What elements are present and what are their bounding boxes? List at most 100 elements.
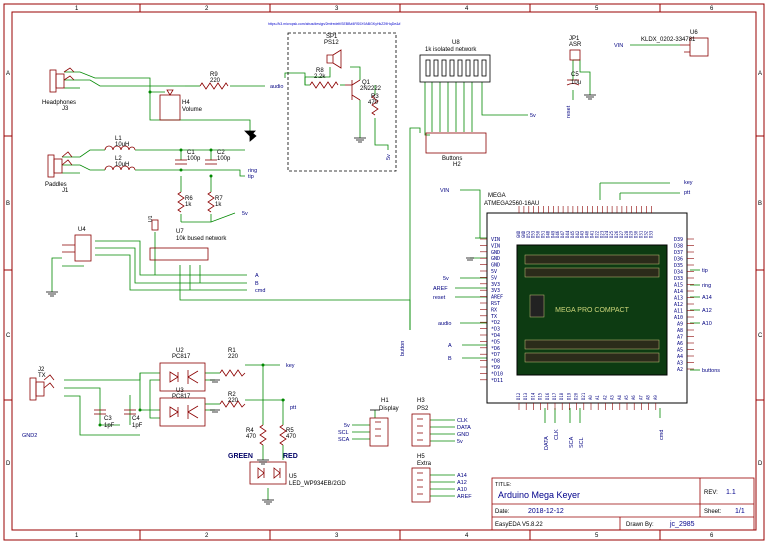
mega-pin-label: D50: [536, 230, 541, 238]
mega-pin-label: A9: [653, 395, 658, 400]
mega-pin-label: *D6: [491, 346, 500, 352]
mega-pin-label: A7: [677, 335, 683, 341]
label-j2-name: TX: [38, 373, 46, 379]
net-aref: AREF: [433, 286, 448, 292]
label-h3-name: PS2: [417, 406, 429, 412]
title-block: TITLE: Arduino Mega Keyer REV: 1.1 Date:…: [491, 477, 755, 531]
ps2-header-h3: [411, 413, 431, 447]
mega-pin-label: D19: [566, 392, 571, 400]
mega-pin-label: D28: [624, 230, 629, 238]
paddle-jack: [47, 151, 73, 178]
label-r4: R4: [246, 428, 254, 434]
mega-pin-label: D46: [555, 230, 560, 238]
net-button-v: button: [400, 341, 406, 356]
label-r7: R7: [215, 196, 223, 202]
row-label: A: [758, 71, 762, 77]
label-r2-val: 220: [228, 398, 239, 404]
label-r3: R3: [371, 94, 379, 100]
label-h1-name: Display: [379, 406, 399, 412]
bicolor-led-u5: [249, 461, 287, 485]
mega-pin-label: D39: [674, 237, 683, 243]
mega-pin-label: RST: [491, 301, 500, 307]
net-audio-mega: audio: [438, 321, 451, 327]
mega-pin-label: 5V: [491, 275, 497, 281]
capacitor-c4: [124, 409, 136, 415]
mega-pin-label: A5: [624, 395, 629, 400]
mega-pin-label: AREF: [491, 295, 503, 301]
label-c5-val: 10u: [571, 80, 581, 86]
label-h4-name: Volume: [182, 107, 203, 113]
resistor-r4: [259, 424, 267, 446]
mega-pin-label: D51: [541, 230, 546, 238]
resistor-r3: [371, 94, 379, 116]
label-l2: L2: [115, 156, 122, 162]
mega-pin-label: D25: [609, 230, 614, 238]
net-b-u7: B: [255, 281, 259, 287]
mega-chip: ATMEGA2560-16AU: [484, 201, 539, 207]
extra-header-h5: [411, 467, 431, 503]
col-label: 3: [335, 533, 339, 539]
net-sca-v: SCA: [569, 436, 575, 448]
optocoupler-u2: [159, 362, 206, 392]
title-value: Arduino Mega Keyer: [498, 490, 580, 500]
label-c3-val: 1pF: [104, 423, 115, 429]
net-h5-a12: A12: [457, 480, 467, 486]
mega-pin-label: D22: [594, 230, 599, 238]
optocoupler-u3: [159, 397, 206, 427]
net-buttons: buttons: [702, 368, 720, 374]
net-scl-v: SCL: [579, 437, 585, 448]
mega-pin-label: D38: [674, 244, 683, 250]
label-r5: R5: [286, 428, 294, 434]
label-r6-val: 1k: [185, 202, 192, 208]
mega-board: MEGA PRO COMPACT: [486, 212, 688, 404]
mega-pin-label: D32: [643, 230, 648, 238]
components: [29, 32, 709, 503]
display-header-h1: [369, 417, 389, 447]
net-a: A: [448, 343, 452, 349]
mega-pin-label: A13: [674, 296, 683, 302]
col-label: 6: [710, 6, 714, 12]
mega-pin-label: D29: [629, 230, 634, 238]
capacitor-c3: [94, 409, 106, 415]
mega-pin-label: D48: [545, 230, 550, 238]
mega-pin-label: GND: [491, 250, 500, 256]
mega-pin-label: A3: [610, 395, 615, 400]
sheet-value: 1/1: [735, 508, 745, 515]
part-labels: Headphones J3 Paddles J1 J2 TX R9 220 H4…: [38, 30, 698, 487]
inductor-l1: [104, 145, 136, 151]
label-c2: C2: [217, 150, 225, 156]
drawn-label: Drawn By:: [626, 522, 654, 528]
net-h5-a14: A14: [457, 473, 467, 479]
col-label: 5: [595, 6, 599, 12]
label-r3-val: 470: [368, 100, 379, 106]
mega-pin-label: A14: [674, 289, 683, 295]
mega-pin-label: A11: [674, 309, 683, 315]
net-h3-clk: CLK: [457, 418, 468, 424]
label-u8-val: 1k isolated network: [425, 47, 477, 53]
net-5v-top: 5v: [530, 113, 536, 119]
label-q1: Q1: [362, 80, 371, 86]
mega-pin-label: A4: [617, 395, 622, 400]
mega-right-pins: D39D38D37D36D35D34D33A15A14A13A12A11A10A…: [674, 237, 694, 373]
label-c4: C4: [132, 416, 140, 422]
label-u2-val: PC817: [172, 354, 191, 360]
label-h2: H2: [453, 162, 461, 168]
mega-pin-label: VIN: [491, 237, 500, 243]
mega-pin-label: A6: [677, 341, 683, 347]
net-data-v: DATA: [544, 436, 550, 450]
row-label: A: [6, 71, 10, 77]
net-h3-gnd: GND: [457, 432, 469, 438]
net-h1-5v: 5v: [344, 423, 350, 429]
capacitor-c2: [205, 159, 217, 165]
mega-pin-label: D24: [604, 230, 609, 238]
mega-pin-label: D20: [574, 392, 579, 400]
mega-pin-label: A10: [674, 315, 683, 321]
label-h3: H3: [417, 398, 425, 404]
date-label: Date:: [495, 509, 510, 515]
label-h1: H1: [381, 398, 389, 404]
inductor-l2: [104, 165, 136, 171]
mega-pin-label: A7: [638, 395, 643, 400]
project-url[interactable]: https://k3.micropsk.com/abus/design/2mfr…: [268, 22, 401, 26]
mega-pin-label: *D11: [491, 378, 503, 384]
net-h5-a10: A10: [457, 487, 467, 493]
